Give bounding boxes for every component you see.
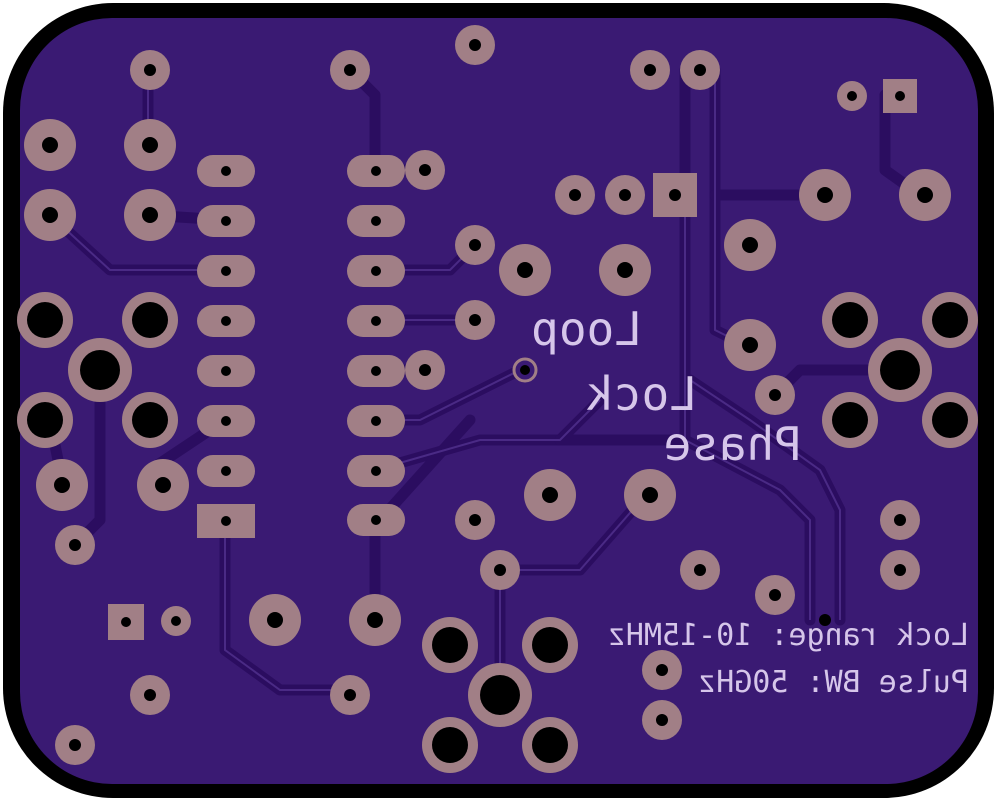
board-substrate — [20, 18, 978, 784]
square-pads — [108, 79, 917, 640]
silk-phase: Phase — [664, 417, 802, 471]
silk-lock-range: Lock range: 10-15MHz — [608, 618, 969, 653]
silk-loop: Loop — [531, 302, 642, 356]
vias — [512, 357, 831, 626]
silk-pulse-bw: Pulse BW: 50GHz — [698, 665, 969, 700]
silkscreen: Phase Lock Loop Lock range: 10-15MHz Pul… — [531, 302, 969, 700]
silk-lock: Lock — [586, 367, 697, 421]
ic-holes — [221, 166, 381, 526]
drill-holes — [27, 39, 968, 763]
